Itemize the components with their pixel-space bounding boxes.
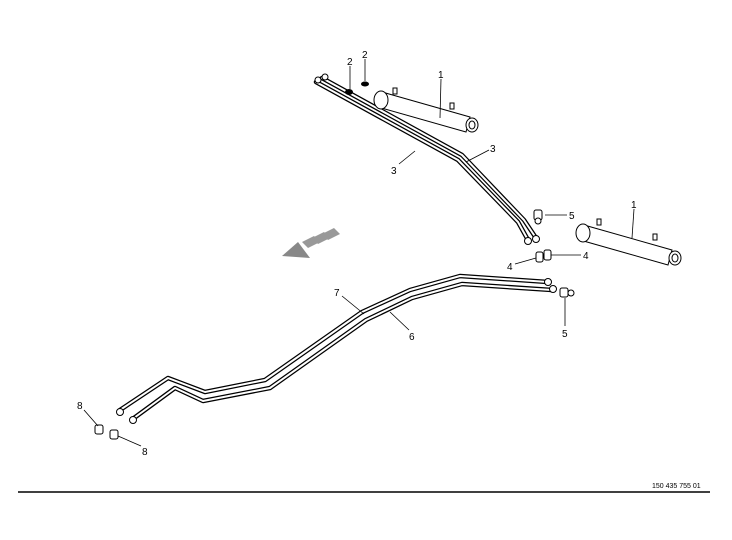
callout-pipe-6: 6 <box>409 332 415 343</box>
fitting-8-bottom <box>109 429 119 440</box>
fitting-5-bottom <box>559 287 575 298</box>
direction-arrow-icon <box>282 228 340 258</box>
callout-seal-a: 2 <box>347 57 353 68</box>
fitting-5-top <box>533 209 543 225</box>
callout-fitting-8-top: 8 <box>77 401 83 412</box>
callout-pipe-3-upper: 3 <box>490 144 496 155</box>
hydraulic-cylinder-right <box>575 218 682 266</box>
callout-cylinder-top: 1 <box>438 70 444 81</box>
callout-seal-b: 2 <box>362 50 368 61</box>
fitting-4 <box>535 249 552 263</box>
pipe-6-7 <box>116 273 557 424</box>
callout-pipe-7: 7 <box>334 288 340 299</box>
seal-2a <box>345 89 353 95</box>
seal-2b <box>361 81 369 87</box>
drawing-number: 150 435 755 01 <box>652 483 701 490</box>
callout-pipe-3-lower: 3 <box>391 166 397 177</box>
callout-cylinder-right: 1 <box>631 200 637 211</box>
callout-fitting-4-left: 4 <box>507 262 513 273</box>
callout-fitting-4-right: 4 <box>583 251 589 262</box>
callout-fitting-8-bottom: 8 <box>142 447 148 458</box>
hydraulic-cylinder-top <box>373 87 479 133</box>
callout-fitting-5-top: 5 <box>569 211 575 222</box>
callout-fitting-5-bottom: 5 <box>562 329 568 340</box>
pipe-3 <box>313 73 540 245</box>
fitting-8-top <box>94 424 104 435</box>
